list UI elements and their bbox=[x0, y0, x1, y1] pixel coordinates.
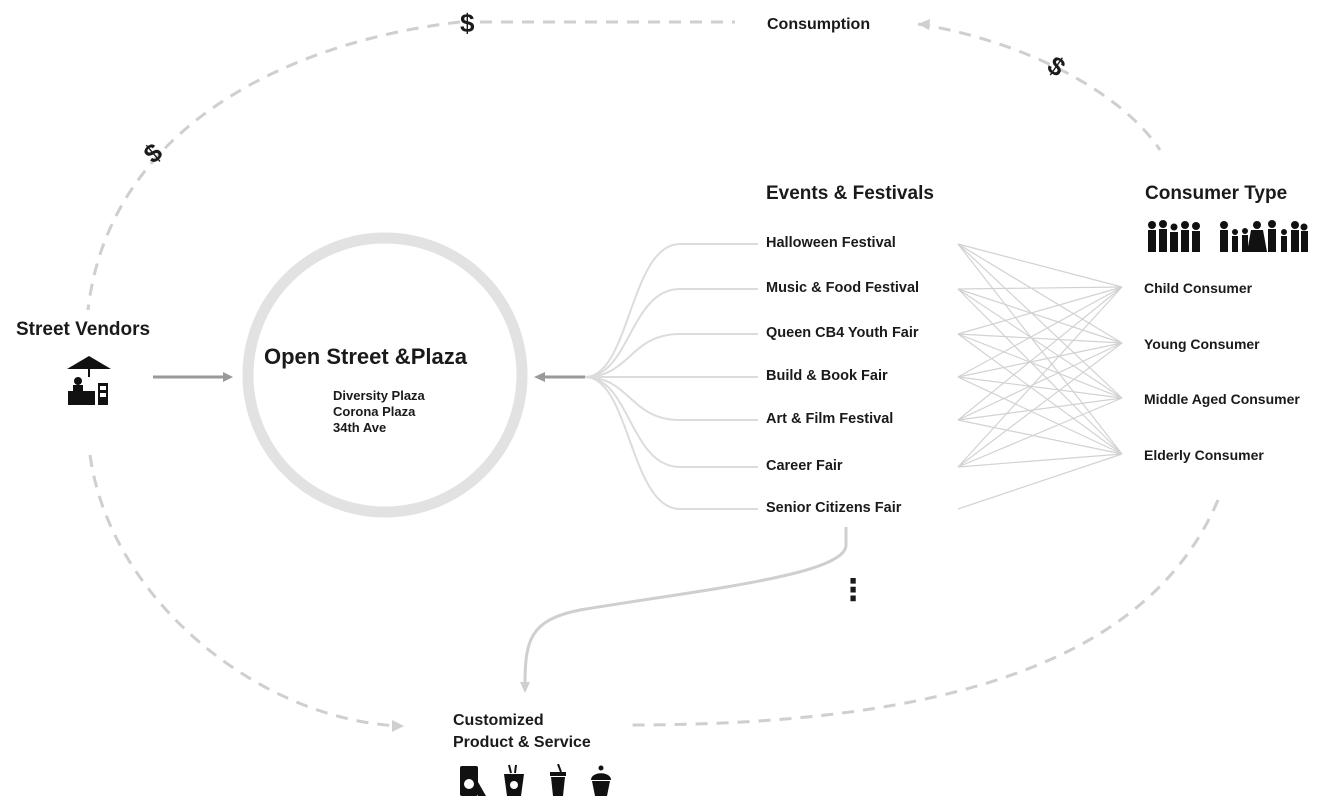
event-consumer-link bbox=[957, 376, 1123, 455]
event-item: Halloween Festival bbox=[766, 235, 896, 251]
loop-bottom-left bbox=[88, 454, 401, 728]
more-events-ellipsis: ⋮ bbox=[838, 574, 868, 607]
cycle-dashed-loop bbox=[86, 20, 1220, 728]
takeout-icon bbox=[500, 764, 528, 803]
event-consumer-link bbox=[957, 419, 1123, 455]
loop-top-right bbox=[917, 22, 1162, 151]
event-item: Build & Book Fair bbox=[766, 368, 888, 384]
vendor-stall-icon bbox=[64, 353, 114, 414]
event-branch-line bbox=[584, 376, 758, 510]
events-arrowhead bbox=[534, 372, 545, 382]
event-consumer-link bbox=[957, 243, 1123, 288]
loop-bottom-right bbox=[629, 499, 1220, 727]
event-consumer-link bbox=[957, 453, 1123, 468]
dollar-sign-top: $ bbox=[460, 8, 475, 38]
event-consumer-link bbox=[957, 397, 1123, 468]
crowd-group-icon bbox=[1146, 219, 1206, 258]
event-consumer-link bbox=[957, 342, 1123, 421]
event-consumer-link bbox=[957, 453, 1123, 510]
event-branch-line bbox=[584, 243, 758, 378]
plaza-location: Corona Plaza bbox=[333, 404, 416, 419]
consumer-item: Young Consumer bbox=[1144, 336, 1260, 352]
event-consumer-link bbox=[957, 288, 1123, 344]
consumption-label: Consumption bbox=[767, 16, 871, 33]
product-arrowhead bbox=[520, 682, 530, 693]
event-consumer-link bbox=[957, 286, 1123, 468]
event-item: Senior Citizens Fair bbox=[766, 500, 902, 516]
event-consumer-link bbox=[957, 243, 1123, 455]
event-consumer-link bbox=[957, 286, 1123, 421]
plaza-location: Diversity Plaza bbox=[333, 388, 425, 403]
event-item: Career Fair bbox=[766, 458, 843, 474]
event-consumer-link bbox=[957, 243, 1123, 399]
event-consumer-link bbox=[957, 342, 1123, 468]
event-branch-line bbox=[584, 376, 758, 468]
event-consumer-links bbox=[957, 243, 1123, 510]
product-label-line1: Customized bbox=[453, 712, 544, 729]
event-consumer-link bbox=[957, 333, 1123, 344]
event-consumer-link bbox=[957, 288, 1123, 399]
event-consumer-link bbox=[957, 243, 1123, 344]
event-branch-line bbox=[584, 376, 758, 421]
drink-icon bbox=[547, 763, 569, 803]
event-to-product-line bbox=[523, 527, 848, 686]
event-consumer-link bbox=[957, 288, 1123, 455]
event-item: Art & Film Festival bbox=[766, 411, 894, 427]
plaza-ring bbox=[242, 232, 528, 518]
event-consumer-link bbox=[957, 333, 1123, 455]
event-item: Queen CB4 Youth Fair bbox=[766, 325, 919, 341]
event-consumer-link bbox=[957, 286, 1123, 335]
consumer-type-title: Consumer Type bbox=[1145, 183, 1288, 204]
street-vendors-label: Street Vendors bbox=[16, 319, 151, 340]
loop-arrowhead-bottom bbox=[392, 720, 404, 732]
consumer-item: Child Consumer bbox=[1144, 280, 1253, 296]
event-branch-line bbox=[584, 288, 758, 378]
family-group-icon bbox=[1218, 219, 1308, 258]
cupcake-icon bbox=[588, 764, 614, 803]
event-consumer-link bbox=[957, 342, 1123, 378]
consumer-item: Elderly Consumer bbox=[1144, 447, 1264, 463]
consumer-item: Middle Aged Consumer bbox=[1144, 391, 1300, 407]
plaza-title: Open Street &Plaza bbox=[264, 344, 467, 369]
plaza-location: 34th Ave bbox=[333, 420, 387, 435]
event-consumer-link bbox=[957, 286, 1123, 290]
event-consumer-link bbox=[957, 333, 1123, 399]
events-title: Events & Festivals bbox=[766, 183, 934, 204]
device-icon bbox=[458, 764, 488, 803]
event-consumer-link bbox=[957, 397, 1123, 421]
vendor-arrowhead bbox=[223, 372, 233, 382]
event-branches bbox=[584, 243, 758, 510]
event-item: Music & Food Festival bbox=[766, 280, 920, 296]
loop-top-left bbox=[86, 20, 461, 311]
event-consumer-link bbox=[957, 376, 1123, 399]
product-label-line2: Product & Service bbox=[453, 734, 591, 751]
event-consumer-link bbox=[957, 286, 1123, 378]
loop-arrowhead-top-right bbox=[918, 19, 930, 30]
event-branch-line bbox=[584, 333, 758, 378]
